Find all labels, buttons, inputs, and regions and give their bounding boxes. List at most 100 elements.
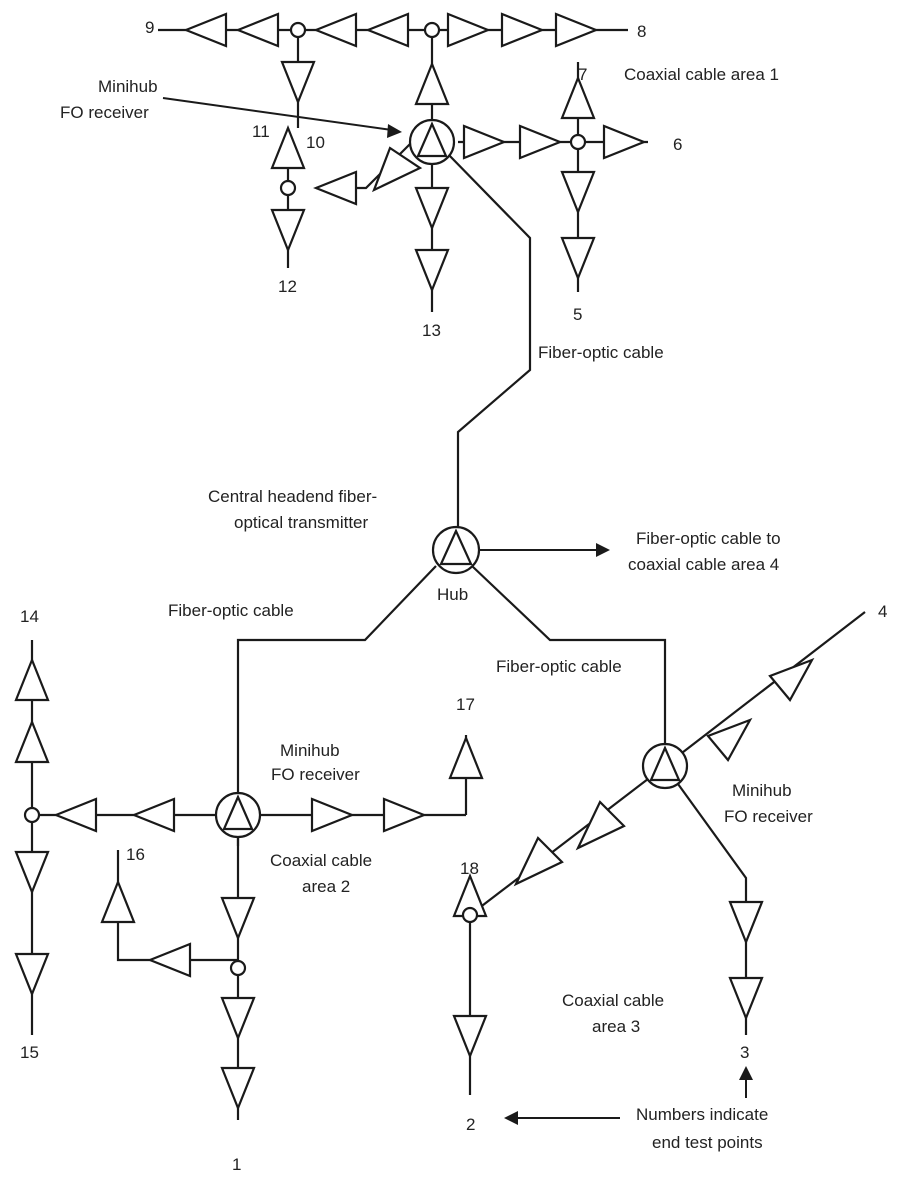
label-fiber-cable-top: Fiber-optic cable	[538, 343, 664, 362]
area2-branch-16	[116, 850, 238, 962]
amplifier-up	[14, 657, 50, 702]
test-point-13: 13	[422, 321, 441, 340]
label-minihub-left: Minihub	[280, 741, 340, 760]
test-point-1: 1	[232, 1155, 241, 1174]
coaxial-area-3	[452, 611, 866, 1095]
label-headend-2: optical transmitter	[234, 513, 368, 532]
test-point-18: 18	[460, 859, 479, 878]
amplifier-right	[500, 12, 545, 48]
amplifier-down	[560, 170, 596, 215]
amplifier-left	[365, 12, 410, 48]
label-coax-area-3-2: area 3	[592, 1017, 640, 1036]
amplifier-right	[554, 12, 599, 48]
amplifier-down	[270, 208, 306, 253]
label-fo-receiver-left: FO receiver	[271, 765, 360, 784]
amplifier-feed	[371, 146, 423, 193]
test-point-7: 7	[578, 65, 587, 84]
minihub-pointer-arrow	[162, 97, 402, 138]
amplifier-up	[448, 735, 484, 780]
amplifier-down	[220, 1066, 256, 1111]
amplifier-up	[270, 125, 306, 170]
amplifier-down	[414, 186, 450, 231]
test-point-14: 14	[20, 607, 39, 626]
amplifier-up	[14, 719, 50, 764]
label-fo-receiver-right: FO receiver	[724, 807, 813, 826]
amplifier-left	[131, 797, 176, 833]
test-point-5: 5	[573, 305, 582, 324]
test-point-6: 6	[673, 135, 682, 154]
test-point-12: 12	[278, 277, 297, 296]
test-point-15: 15	[20, 1043, 39, 1062]
area3-ne-line	[664, 611, 866, 767]
label-fiber-cable-left: Fiber-optic cable	[168, 601, 294, 620]
label-fiber-to-area4-2: coaxial cable area 4	[628, 555, 779, 574]
amplifier-down	[14, 952, 50, 997]
label-note-2: end test points	[652, 1133, 763, 1152]
amplifier-right	[446, 12, 491, 48]
area3-sw-line	[469, 765, 666, 916]
label-minihub-right: Minihub	[732, 781, 792, 800]
amplifier-down	[728, 976, 764, 1021]
amplifier-down	[280, 60, 316, 105]
amplifier-right	[518, 124, 563, 160]
test-point-8: 8	[637, 22, 646, 41]
test-point-11: 11	[252, 122, 270, 141]
amplifier-down	[728, 900, 764, 945]
note-arrow-to-2	[504, 1111, 620, 1125]
amplifier-up	[560, 75, 596, 120]
minihub-receiver-right	[641, 742, 689, 790]
central-hub	[431, 525, 481, 575]
minihub-receiver-top	[408, 118, 456, 166]
note-arrow-to-3	[739, 1066, 753, 1098]
label-note-1: Numbers indicate	[636, 1105, 768, 1124]
amplifier-down	[220, 996, 256, 1041]
amplifier-left	[147, 942, 192, 978]
fiber-optic-cables	[236, 151, 667, 846]
test-point-16: 16	[126, 845, 145, 864]
label-headend-1: Central headend fiber-	[208, 487, 377, 506]
label-coax-area-3-1: Coaxial cable	[562, 991, 664, 1010]
splitter-node	[279, 179, 297, 197]
amplifier-up	[100, 879, 136, 924]
fiber-cable-top	[445, 151, 532, 532]
label-coax-area-2-1: Coaxial cable	[270, 851, 372, 870]
amplifier-left	[183, 12, 228, 48]
splitter-node	[423, 21, 441, 39]
label-coax-area-2-2: area 2	[302, 877, 350, 896]
amplifier-right	[310, 797, 355, 833]
fiber-cable-left	[236, 565, 437, 846]
test-point-10: 10	[306, 133, 325, 152]
arrow-to-area-4	[480, 543, 610, 557]
label-fiber-cable-right: Fiber-optic cable	[496, 657, 622, 676]
amplifier-sw	[575, 800, 626, 851]
amplifier-right	[462, 124, 507, 160]
test-point-17: 17	[456, 695, 475, 714]
amplifier-up	[414, 61, 450, 106]
amplifier-left	[313, 170, 358, 206]
amplifier-down	[452, 1014, 488, 1059]
test-point-4: 4	[878, 602, 887, 621]
amplifier-ne	[706, 717, 753, 762]
splitter-node	[461, 906, 479, 924]
amplifier-ne	[768, 657, 815, 702]
amplifier-right	[382, 797, 427, 833]
coaxial-area-2	[14, 640, 484, 1120]
amplifier-sw	[513, 836, 564, 887]
label-minihub-top: Minihub	[98, 77, 158, 96]
minihub-receiver-left	[214, 791, 262, 839]
coaxial-area-1	[158, 12, 648, 312]
label-hub: Hub	[437, 585, 468, 604]
test-point-2: 2	[466, 1115, 475, 1134]
amplifier-down	[220, 896, 256, 941]
amplifier-right	[602, 124, 647, 160]
splitter-node	[569, 133, 587, 151]
test-point-9: 9	[145, 18, 154, 37]
splitter-node	[229, 959, 247, 977]
fiber-cable-right	[471, 565, 667, 766]
amplifier-left	[235, 12, 280, 48]
label-coax-area-1: Coaxial cable area 1	[624, 65, 779, 84]
label-fiber-to-area4-1: Fiber-optic cable to	[636, 529, 781, 548]
label-fo-receiver-top: FO receiver	[60, 103, 149, 122]
amplifier-left	[313, 12, 358, 48]
